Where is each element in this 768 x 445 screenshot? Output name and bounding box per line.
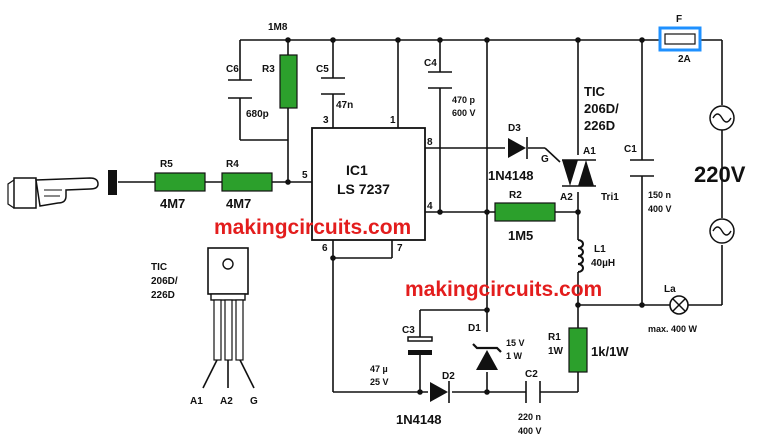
ic-name: IC1: [346, 162, 368, 178]
pin-7-label: 7: [397, 243, 403, 254]
resistor-r1: R1 1W 1k/1W: [548, 327, 629, 373]
l1-label: L1: [594, 244, 606, 255]
capacitor-c3: C3 47 µ 25 V: [370, 325, 433, 387]
d3-label: D3: [508, 123, 521, 134]
d1-label: D1: [468, 323, 481, 334]
r2-value: 1M5: [508, 228, 533, 243]
ac-terminal-bottom: [709, 218, 735, 244]
pin-5-label: 5: [302, 170, 308, 181]
r5-label: R5: [160, 159, 173, 170]
triac-label-1: TIC: [584, 84, 606, 99]
diode-d3: D3 1N4148 G: [488, 123, 549, 183]
r1-value: 1k/1W: [591, 344, 629, 359]
r4-value: 4M7: [226, 196, 251, 211]
c6-label: C6: [226, 64, 239, 75]
r3-label: R3: [262, 64, 275, 75]
fuse-label: F: [676, 14, 682, 25]
capacitor-c2: C2 220 n 400 V: [518, 369, 542, 436]
pin-8-label: 8: [427, 137, 433, 148]
pkg-pin-a1: A1: [190, 396, 203, 407]
r1-watt: 1W: [548, 346, 564, 357]
gate-label: G: [541, 154, 549, 165]
c2-label: C2: [525, 369, 538, 380]
r2-label: R2: [509, 190, 522, 201]
mains-voltage-label: 220V: [694, 162, 746, 187]
pin-3-label: 3: [323, 115, 329, 126]
c4-label: C4: [424, 58, 437, 69]
resistor-r5: R5 4M7: [154, 159, 206, 211]
c4-value-2: 600 V: [452, 108, 476, 118]
c5-value: 47n: [336, 100, 353, 111]
pin-4-label: 4: [427, 201, 433, 212]
ac-terminal-top: [709, 105, 735, 131]
c3-label: C3: [402, 325, 415, 336]
capacitor-c6: C6: [226, 64, 252, 99]
d3-value: 1N4148: [488, 168, 534, 183]
diode-d2: D2 1N4148: [396, 371, 455, 427]
capacitor-c1: C1 150 n 400 V: [624, 144, 672, 214]
a1-label: A1: [583, 146, 596, 157]
resistor-r2: R2 1M5: [494, 190, 556, 243]
pin-1-label: 1: [390, 115, 396, 126]
d1-value-2: 1 W: [506, 351, 523, 361]
junction-dots: [285, 37, 645, 395]
capacitor-c4: C4 470 p 600 V: [424, 58, 476, 118]
c3-value-1: 47 µ: [370, 364, 388, 374]
pkg-label-3: 226D: [151, 290, 175, 301]
r1-label: R1: [548, 332, 561, 343]
c1-label: C1: [624, 144, 637, 155]
resistor-r3: R3 680p: [246, 54, 298, 120]
watermark-text-2: makingcircuits.com: [405, 278, 602, 301]
c2-value-2: 400 V: [518, 426, 542, 436]
capacitor-c5: C5 47n: [316, 64, 353, 111]
triac-label-3: 226D: [584, 118, 615, 133]
lamp-label: La: [664, 284, 676, 295]
c5-label: C5: [316, 64, 329, 75]
c4-value-1: 470 p: [452, 95, 476, 105]
triac-label-2: 206D/: [584, 101, 619, 116]
top-resistor-label: 1M8: [268, 22, 288, 33]
watermark-text-1: makingcircuits.com: [214, 216, 411, 239]
c2-value-1: 220 n: [518, 412, 541, 422]
c6-value: 680p: [246, 109, 269, 120]
fuse-value: 2A: [678, 54, 691, 65]
ic1-ls7237: IC1 LS 7237 3 1 8 5 4 6 7: [302, 115, 433, 254]
pkg-label-2: 206D/: [151, 276, 178, 287]
d1-value-1: 15 V: [506, 338, 525, 348]
r4-label: R4: [226, 159, 239, 170]
d2-label: D2: [442, 371, 455, 382]
c1-value-2: 400 V: [648, 204, 672, 214]
pin-6-label: 6: [322, 243, 328, 254]
fuse-f: F 2A: [658, 14, 702, 65]
l1-value: 40µH: [591, 258, 615, 269]
touch-finger-icon: [7, 170, 117, 209]
resistor-r4: R4 4M7: [221, 159, 273, 211]
lamp-la: La max. 400 W: [648, 284, 698, 334]
d2-value: 1N4148: [396, 412, 442, 427]
triac-tri1: A1 A2 Tri1: [560, 146, 619, 203]
c3-value-2: 25 V: [370, 377, 389, 387]
inductor-l1: L1 40µH: [577, 239, 615, 273]
pkg-label-1: TIC: [151, 262, 167, 273]
triac-package-drawing: TIC 206D/ 226D A1 A2 G: [151, 247, 258, 407]
wires: [118, 39, 723, 393]
ic-part: LS 7237: [337, 181, 390, 197]
tri1-label: Tri1: [601, 192, 619, 203]
r5-value: 4M7: [160, 196, 185, 211]
pkg-pin-a2: A2: [220, 396, 233, 407]
a2-label: A2: [560, 192, 573, 203]
zener-diode-d1: D1 15 V 1 W: [468, 323, 525, 370]
c1-value-1: 150 n: [648, 190, 671, 200]
lamp-max-label: max. 400 W: [648, 324, 698, 334]
pkg-pin-g: G: [250, 396, 258, 407]
